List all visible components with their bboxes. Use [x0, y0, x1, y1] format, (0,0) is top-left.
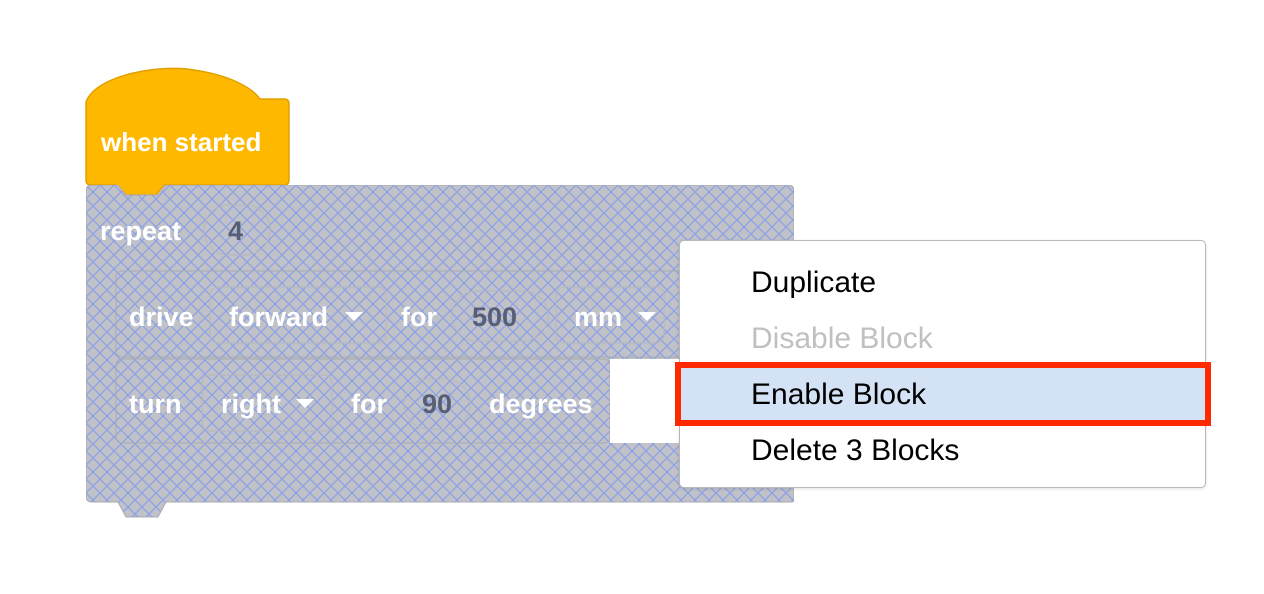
chevron-down-icon [638, 312, 656, 321]
drive-unit-dropdown[interactable]: mm [574, 302, 623, 332]
repeat-count-input[interactable]: 4 [228, 216, 244, 246]
turn-angle-input[interactable]: 90 [422, 389, 453, 419]
turn-direction-dropdown[interactable]: right [221, 389, 281, 419]
workspace-gap [610, 359, 690, 443]
chevron-down-icon [345, 312, 363, 321]
menu-item-duplicate[interactable]: Duplicate [751, 266, 877, 299]
menu-item-disable-block: Disable Block [751, 322, 933, 355]
repeat-label: repeat [100, 216, 182, 246]
drive-label: drive [129, 302, 194, 332]
turn-label: turn [129, 389, 182, 419]
drive-direction-dropdown[interactable]: forward [229, 302, 329, 332]
drive-distance-input[interactable]: 500 [472, 302, 518, 332]
context-menu: Duplicate Disable Block Enable Block Del… [679, 240, 1206, 488]
when-started-label: when started [101, 127, 262, 157]
turn-for-label: for [351, 389, 387, 419]
chevron-down-icon [296, 399, 314, 408]
turn-unit-label: degrees [489, 389, 593, 419]
menu-item-enable-block[interactable]: Enable Block [680, 367, 1205, 423]
menu-item-delete-blocks[interactable]: Delete 3 Blocks [751, 434, 960, 467]
drive-for-label: for [401, 302, 437, 332]
